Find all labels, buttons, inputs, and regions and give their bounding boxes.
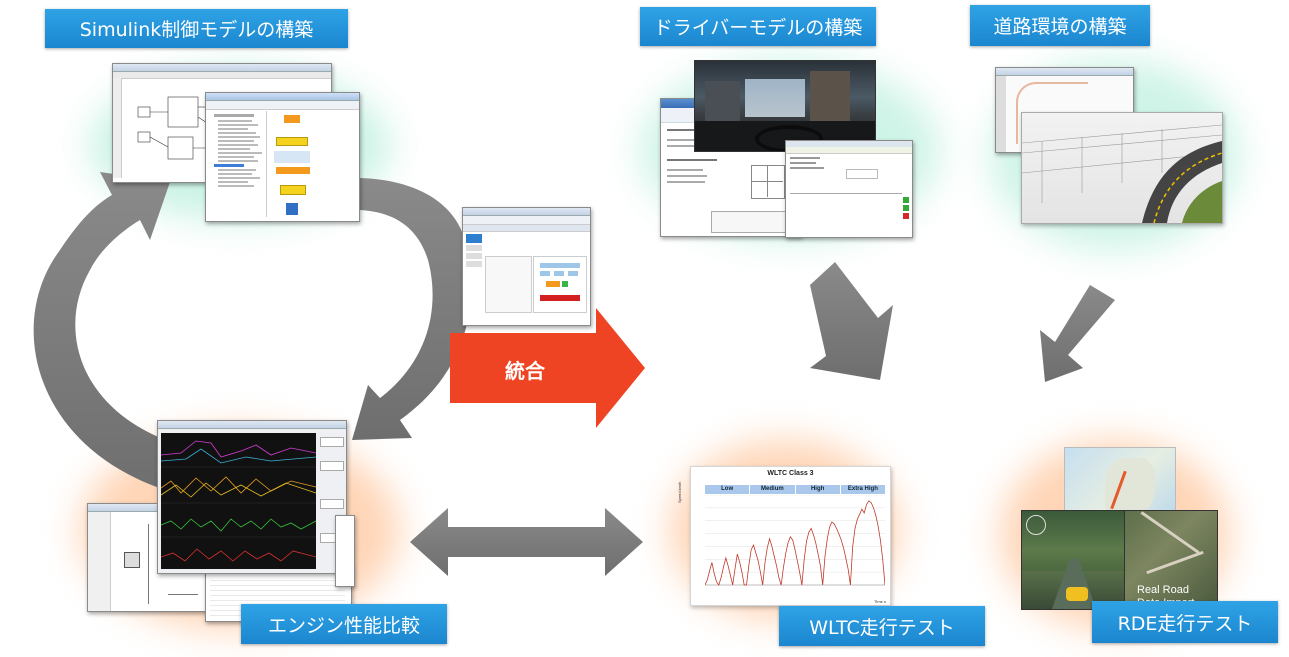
phase-extra-high: Extra High: [840, 485, 885, 494]
compare-double-arrow: [410, 508, 643, 576]
wltc-plot-area: [705, 495, 885, 586]
road-to-rde-arrow: [1040, 285, 1115, 382]
label-simulink: Simulink制御モデルの構築: [45, 9, 348, 48]
label-rde: RDE走行テスト: [1092, 601, 1278, 643]
simulink-library-window: [205, 92, 360, 222]
label-road: 道路環境の構築: [970, 5, 1150, 46]
wltc-phase-bar: Low Medium High Extra High: [705, 485, 885, 494]
label-wltc: WLTC走行テスト: [779, 606, 985, 646]
driver-model-window: [785, 140, 913, 238]
engine-plots: [161, 440, 316, 562]
rde-drive-view: [1021, 510, 1128, 610]
wltc-speed-line: [705, 500, 885, 586]
engine-small-window: [335, 515, 355, 587]
driver-to-wltc-arrow: [810, 262, 893, 380]
rde-satellite-view: Real Road Data Import: [1124, 510, 1218, 610]
left-cycle-arrow: [33, 172, 230, 500]
phase-low: Low: [705, 485, 750, 494]
road-wireframe: [1022, 124, 1222, 223]
wltc-xlabel: Time s: [874, 599, 886, 604]
wltc-chart-title: WLTC Class 3: [767, 470, 814, 477]
integration-arrow: [450, 308, 645, 428]
right-cycle-arrow: [352, 178, 472, 440]
wltc-ylabel: Speed km/h: [677, 481, 682, 503]
label-engine: エンジン性能比較: [241, 604, 447, 644]
label-driver: ドライバーモデルの構築: [640, 7, 876, 46]
driver-settings-window: [660, 98, 802, 237]
engine-plot-window: [157, 420, 347, 574]
driver-view-image: [694, 60, 876, 152]
phase-medium: Medium: [750, 485, 795, 494]
vehicle-data-window: [462, 207, 591, 326]
phase-high: High: [795, 485, 840, 494]
road-3d-view: [1021, 112, 1223, 224]
rde-overlay-line1: Real Road: [1137, 584, 1189, 596]
wltc-chart: WLTC Class 3 Low Medium High Extra High …: [677, 466, 891, 606]
integration-label: 統合: [505, 359, 545, 383]
